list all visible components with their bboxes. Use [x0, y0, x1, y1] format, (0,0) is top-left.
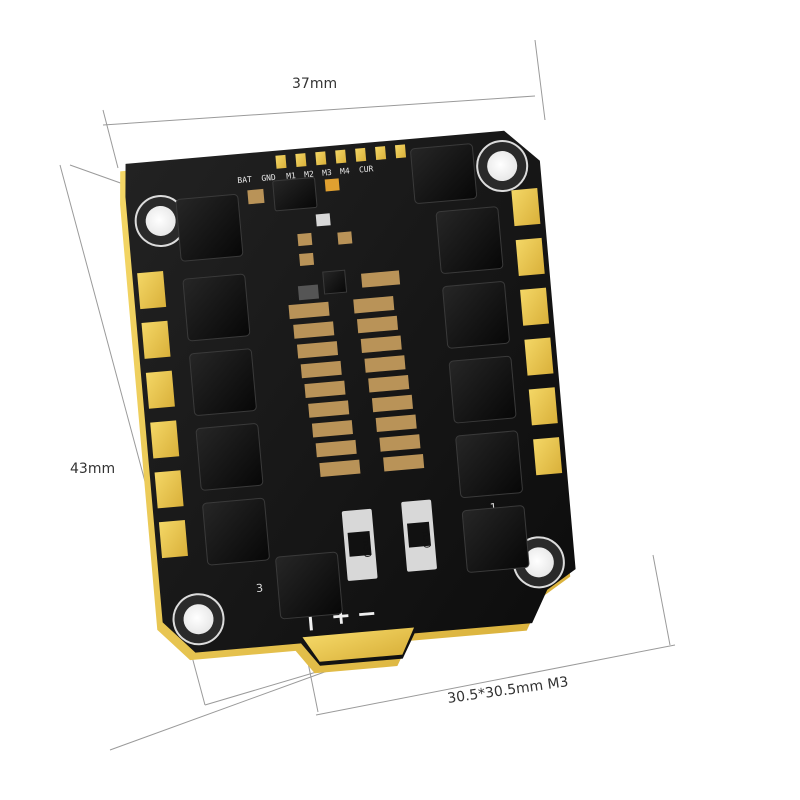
capacitor — [364, 355, 406, 373]
smd-capacitor — [337, 231, 353, 245]
signal-pad — [375, 146, 387, 160]
capacitor-columns — [288, 296, 425, 478]
mount-hole-center — [145, 205, 176, 236]
shunt-resistor-marking: m30 — [360, 537, 372, 558]
capacitor — [315, 439, 357, 458]
capacitor — [356, 315, 399, 334]
capacitor — [353, 296, 395, 314]
esc-board: + − BAT GND M1 M2 M3 M4 CUR — [120, 130, 576, 674]
signal-pad — [275, 154, 287, 169]
capacitor — [296, 341, 339, 359]
smd-capacitor — [297, 232, 313, 247]
motor-pad — [511, 188, 541, 227]
capacitor — [375, 414, 417, 432]
smd-component — [315, 213, 331, 227]
pad-labels: BAT GND M1 M2 M3 M4 CUR — [237, 164, 374, 185]
left-motor-pads — [137, 270, 188, 559]
capacitor — [308, 400, 350, 418]
right-motor-pads — [511, 188, 563, 476]
capacitor — [383, 454, 425, 472]
motor-pad — [137, 270, 167, 310]
mosfet — [455, 430, 523, 499]
motor-pad — [524, 337, 554, 376]
signal-pad — [355, 147, 367, 162]
height-dimension-label: 43mm — [70, 461, 115, 477]
shunt-resistor-marking: m30 — [419, 528, 431, 549]
pad-label-m4: M4 — [340, 166, 351, 176]
signal-pad — [315, 151, 327, 166]
motor-pad — [145, 370, 175, 409]
pad-label-m3: M3 — [322, 168, 333, 178]
mosfet — [202, 497, 270, 566]
motor-pad — [141, 320, 171, 359]
capacitor — [360, 335, 402, 353]
mount-hole-center — [523, 547, 554, 578]
motor-pad — [158, 520, 188, 559]
mosfet — [410, 143, 478, 204]
signal-pads — [275, 144, 407, 169]
capacitor — [293, 321, 335, 339]
mosfet — [182, 273, 251, 342]
smd-capacitor — [299, 252, 315, 267]
power-pad — [302, 627, 415, 662]
capacitor — [288, 301, 330, 320]
mosfet — [448, 355, 517, 424]
motor-pad — [515, 237, 545, 276]
pad-label-cur: CUR — [359, 164, 374, 174]
motor-pad — [150, 420, 180, 459]
smd-capacitor — [247, 188, 265, 205]
polarity-minus: − — [355, 599, 377, 629]
signal-pad — [394, 144, 407, 159]
signal-pad — [295, 153, 307, 167]
capacitor — [300, 360, 342, 379]
capacitor — [379, 434, 421, 452]
smd-component — [297, 284, 320, 301]
driver-ic — [322, 269, 348, 295]
motor-pad — [520, 287, 550, 326]
mosfet — [461, 505, 530, 573]
mounting-holes — [134, 140, 565, 646]
signal-pad — [335, 149, 347, 164]
mosfet — [442, 281, 510, 349]
shunt-resistors: m30 m30 — [341, 499, 437, 581]
motor-number-3: 3 — [256, 581, 264, 595]
mosfet — [189, 348, 257, 416]
mosfet — [175, 194, 244, 262]
mosfet — [195, 423, 264, 491]
capacitor — [304, 380, 346, 399]
mount-hole-center — [487, 151, 518, 182]
capacitor — [311, 420, 353, 438]
pad-label-m2: M2 — [304, 169, 315, 179]
motor-pad — [154, 470, 184, 509]
pad-label-gnd: GND — [261, 173, 276, 183]
shunt-resistor-body — [347, 530, 372, 557]
mounting-dimension-label: 30.5*30.5mm M3 — [446, 674, 569, 707]
shunt-resistor-body — [406, 521, 431, 548]
capacitor — [371, 394, 413, 413]
smd-capacitor — [324, 178, 340, 192]
left-mosfets — [175, 194, 343, 620]
mosfet — [275, 551, 343, 620]
motor-pad — [528, 387, 558, 426]
mosfet — [435, 206, 504, 274]
pad-label-bat: BAT — [237, 175, 252, 185]
right-mosfets — [410, 143, 530, 573]
pad-label-m1: M1 — [286, 171, 297, 181]
capacitor — [368, 375, 410, 393]
width-dimension-label: 37mm — [292, 76, 337, 92]
smd-capacitor — [361, 270, 401, 288]
motor-pad — [533, 437, 563, 476]
capacitor — [319, 459, 361, 478]
regulator-area — [247, 177, 401, 301]
mount-hole-center — [183, 604, 214, 635]
voltage-regulator — [272, 177, 318, 212]
